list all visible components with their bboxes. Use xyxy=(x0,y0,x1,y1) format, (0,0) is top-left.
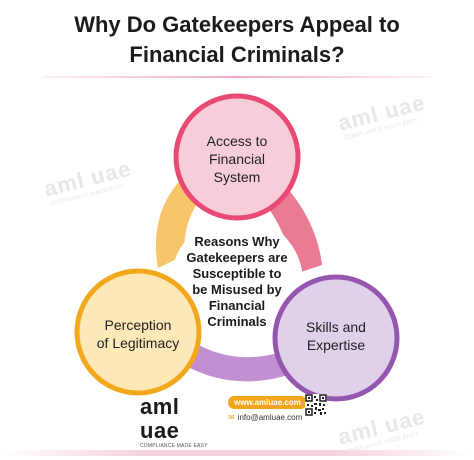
center-circle xyxy=(171,216,303,348)
email-row: ✉info@amluae.com xyxy=(228,412,307,423)
center-line: Criminals xyxy=(207,314,267,329)
node-skills-circle xyxy=(272,274,400,402)
node-access-line: Access to xyxy=(206,133,268,149)
page-title: Why Do Gatekeepers Appeal to Financial C… xyxy=(0,10,474,70)
node-perception-line: Perception xyxy=(104,317,172,333)
title-line-2: Financial Criminals? xyxy=(129,42,345,67)
footer-contact: www.amluae.com ✉info@amluae.com xyxy=(228,396,307,423)
node-perception-label: Perception of Legitimacy xyxy=(82,316,194,352)
center-line: Financial xyxy=(208,298,266,313)
node-access-circle xyxy=(173,93,301,221)
title-line-1: Why Do Gatekeepers Appeal to xyxy=(74,12,400,37)
node-skills-label: Skills and Expertise xyxy=(280,318,392,354)
email-icon: ✉ xyxy=(228,413,235,422)
node-perception-circle xyxy=(74,268,202,396)
node-perception-line: of Legitimacy xyxy=(96,335,180,351)
center-line: be Misused by xyxy=(192,282,282,297)
node-access-label: Access to Financial System xyxy=(180,132,294,186)
center-line: Reasons Why xyxy=(194,234,280,249)
title-divider xyxy=(42,76,432,78)
band-purple xyxy=(190,340,300,382)
website-link[interactable]: www.amluae.com xyxy=(228,396,307,409)
logo-text: aml uae xyxy=(140,394,180,443)
center-label: Reasons Why Gatekeepers are Susceptible … xyxy=(170,234,304,330)
qr-code-icon xyxy=(305,394,327,416)
center-line: Susceptible to xyxy=(192,266,282,281)
footer-divider xyxy=(0,450,474,456)
logo-tagline: COMPLIANCE MADE EASY xyxy=(140,443,208,449)
node-skills-line: Expertise xyxy=(306,337,366,353)
email-link[interactable]: info@amluae.com xyxy=(237,413,303,422)
node-skills-line: Skills and xyxy=(306,319,366,335)
footer-logo: aml uae COMPLIANCE MADE EASY xyxy=(140,395,224,450)
center-line: Gatekeepers are xyxy=(186,250,288,265)
node-access-line: System xyxy=(213,169,261,185)
node-access-line: Financial xyxy=(208,151,266,167)
